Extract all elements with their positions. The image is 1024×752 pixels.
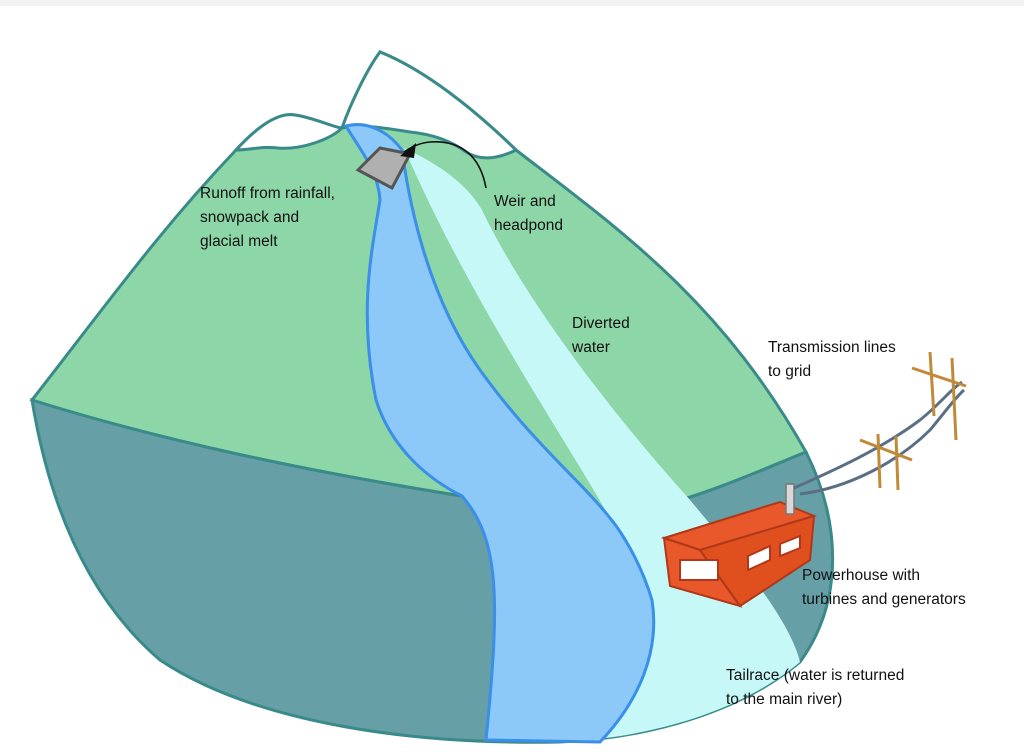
powerhouse-window — [679, 559, 719, 581]
pole — [950, 357, 958, 441]
powerhouse-window — [747, 544, 771, 572]
powerhouse-chimney — [785, 483, 795, 515]
snow-cap-right — [339, 50, 519, 160]
transmission-lines — [793, 351, 967, 496]
pole — [928, 351, 936, 417]
tailrace-label: Tailrace (water is returned to the main … — [726, 667, 909, 708]
crossarm — [859, 438, 913, 462]
pole — [876, 433, 882, 489]
runoff-label: Runoff from rainfall, snowpack and glaci… — [200, 185, 339, 250]
crossarm — [911, 366, 967, 388]
top-band — [0, 0, 1024, 6]
main-river — [343, 123, 656, 744]
powerhouse — [660, 483, 817, 608]
pole — [894, 435, 900, 491]
powerhouse-label: Powerhouse with turbines and generators — [802, 567, 966, 608]
arrow-head — [400, 143, 416, 158]
weir-label: Weir and headpond — [494, 193, 563, 234]
powerhouse-window — [779, 534, 801, 558]
transmission-label: Transmission lines to grid — [768, 339, 900, 380]
diverted-water-label: Diverted water — [571, 315, 634, 356]
